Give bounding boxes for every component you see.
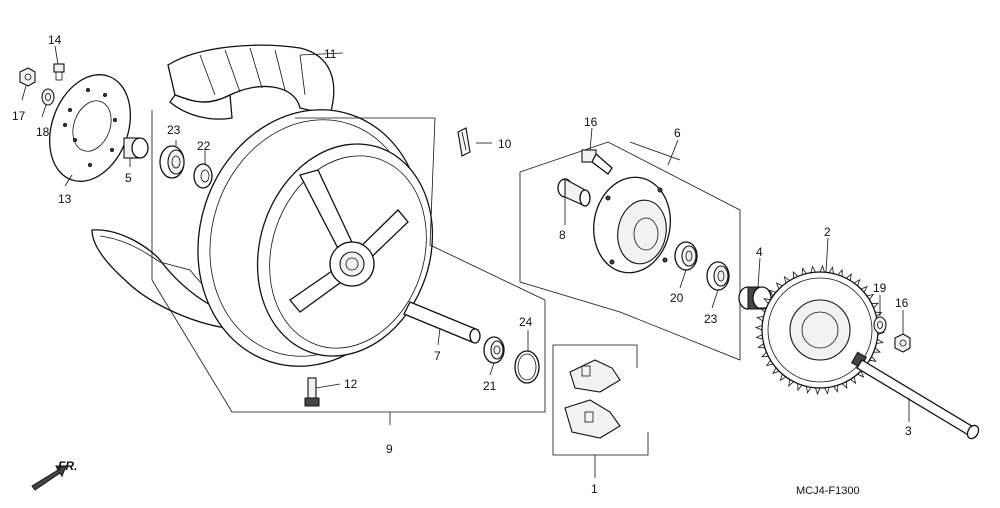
collar-5[interactable]: [123, 137, 149, 159]
tire-valve-12[interactable]: [304, 377, 320, 407]
sprocket-tooth: [768, 289, 777, 297]
sprocket-tooth: [866, 293, 875, 300]
stud-bolt-8[interactable]: [557, 178, 591, 207]
front-direction-label: FR.: [58, 459, 77, 473]
diagram-code: MCJ4-F1300: [796, 485, 860, 497]
callout-3: 3: [905, 424, 912, 438]
wheel-assembly-bracket: [151, 110, 546, 413]
sprocket-tooth: [806, 386, 812, 394]
sprocket-tooth: [755, 334, 763, 340]
sprocket-washer-19[interactable]: [873, 316, 887, 334]
axle-collar-7[interactable]: [403, 301, 481, 344]
sprocket-tooth: [810, 265, 816, 273]
callout-23-left: 23: [167, 123, 181, 137]
driven-flange-bracket: [519, 141, 741, 361]
sprocket-teeth: [754, 264, 886, 396]
dust-seal-22[interactable]: [193, 163, 213, 189]
callout-5: 5: [125, 171, 132, 185]
sprocket-tooth: [815, 387, 821, 396]
sprocket-tooth: [824, 387, 830, 395]
bearing-21[interactable]: [483, 336, 505, 364]
callout-13: 13: [58, 192, 72, 206]
sprocket-tooth: [875, 311, 883, 317]
callout-21: 21: [483, 379, 497, 393]
sprocket-tooth: [760, 351, 769, 358]
sprocket-tooth: [788, 379, 794, 387]
disc-nut-17[interactable]: [19, 67, 36, 87]
sprocket-tooth: [756, 316, 764, 322]
o-ring-24[interactable]: [514, 350, 540, 384]
wheel-rim-9[interactable]: [165, 80, 459, 395]
callout-23-right: 23: [704, 312, 718, 326]
callout-11: 11: [324, 47, 337, 61]
callout-9: 9: [386, 442, 393, 456]
flange-bolt-16-upper[interactable]: [581, 149, 613, 175]
sprocket-tooth: [853, 278, 861, 287]
balance-weight-10[interactable]: [457, 127, 471, 157]
sprocket-tooth: [754, 325, 763, 331]
sprocket-tooth: [828, 266, 834, 274]
sprocket-tooth: [876, 338, 884, 344]
driven-sprocket-2[interactable]: [754, 264, 886, 396]
rear-axle-3[interactable]: [850, 351, 981, 440]
disc-washer-18[interactable]: [41, 88, 55, 106]
sprocket-tooth: [779, 373, 787, 382]
sprocket-tooth: [857, 370, 865, 378]
callout-24: 24: [519, 315, 533, 329]
sprocket-tooth: [841, 381, 848, 390]
tire-upper-part-11[interactable]: [167, 44, 335, 120]
callout-16-upper: 16: [584, 115, 598, 129]
sprocket-tooth: [873, 347, 882, 353]
driven-flange-6[interactable]: [586, 171, 678, 279]
sprocket-tooth: [837, 268, 843, 277]
collar-4[interactable]: [738, 286, 772, 310]
callout-16-lower: 16: [895, 296, 909, 310]
sprocket-tooth: [775, 282, 783, 290]
brake-disc-13[interactable]: [35, 63, 144, 192]
callout-19: 19: [873, 281, 887, 295]
sprocket-tooth: [783, 275, 790, 284]
callout-8: 8: [559, 228, 566, 242]
sprocket-tooth: [801, 267, 807, 275]
callout-4: 4: [756, 245, 763, 259]
sprocket-tooth: [765, 360, 774, 367]
sprocket-tooth: [797, 383, 803, 392]
bearing-20[interactable]: [674, 241, 698, 271]
callout-1: 1: [591, 482, 598, 496]
wheel-damper-set-1[interactable]: [552, 344, 649, 456]
callout-20: 20: [670, 291, 684, 305]
callout-17: 17: [12, 109, 26, 123]
sprocket-tooth: [860, 285, 868, 293]
front-direction-arrow-icon: [31, 465, 67, 491]
bearing-23-left[interactable]: [159, 145, 185, 179]
bearing-23-right[interactable]: [706, 261, 730, 291]
callout-6: 6: [674, 126, 681, 140]
leader-lines: [21, 45, 910, 478]
callout-7: 7: [434, 349, 441, 363]
sprocket-tooth: [792, 270, 799, 279]
sprocket-nut-16[interactable]: [894, 333, 911, 353]
sprocket-tooth: [757, 343, 765, 349]
sprocket-tooth: [846, 273, 852, 281]
sprocket-tooth: [850, 376, 857, 385]
sprocket-tooth: [763, 298, 771, 304]
sprocket-tooth: [869, 356, 877, 362]
sprocket-tooth: [819, 264, 825, 273]
callout-10: 10: [498, 137, 512, 151]
sprocket-tooth: [871, 302, 880, 309]
sprocket-tooth: [772, 367, 780, 375]
callout-22: 22: [197, 139, 211, 153]
callout-12: 12: [344, 377, 358, 391]
callout-18: 18: [36, 125, 50, 139]
sprocket-tooth: [758, 307, 767, 313]
disc-bolt-14[interactable]: [53, 63, 65, 81]
sprocket-tooth: [833, 385, 839, 393]
callout-14: 14: [48, 33, 62, 47]
callout-2: 2: [824, 225, 831, 239]
